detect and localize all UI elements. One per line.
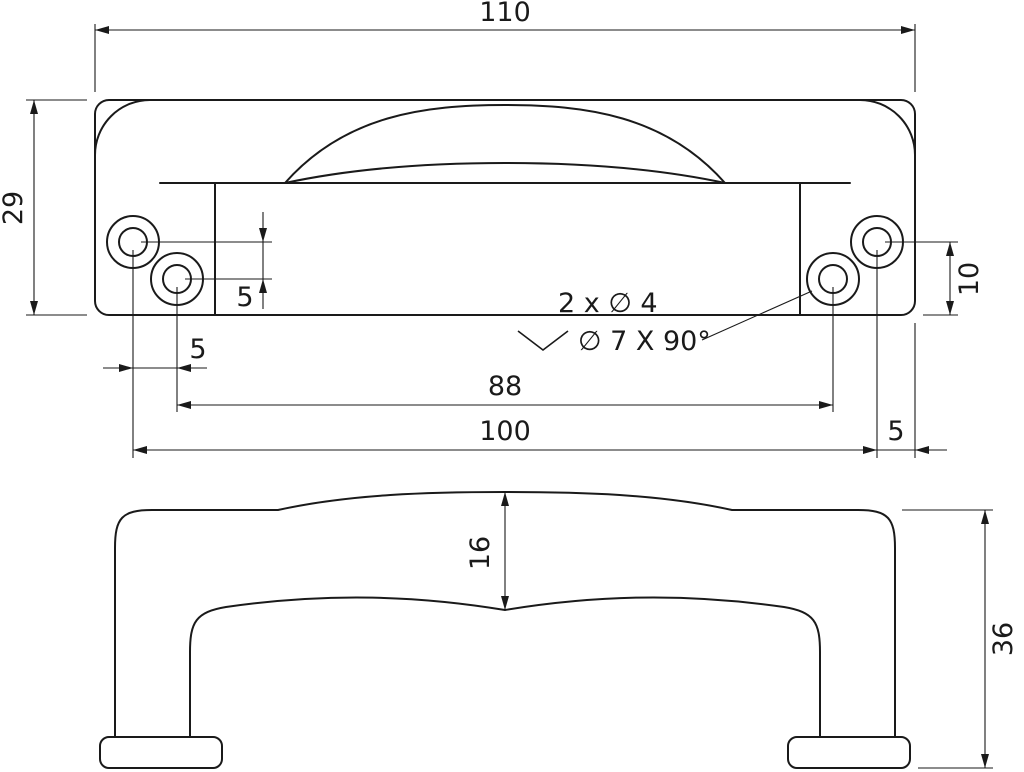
dim-hole-to-edge: 10 <box>885 241 985 316</box>
dim-label-88: 88 <box>488 371 522 402</box>
callout-hole-count-label: 2 x ∅ 4 <box>558 288 658 319</box>
leader-line <box>701 290 813 341</box>
dim-label-16: 16 <box>465 536 496 570</box>
dim-inner-hole-spacing: 88 <box>176 287 834 412</box>
dim-label-110: 110 <box>479 0 531 28</box>
dim-hole-offset-vertical: 5 <box>141 212 272 313</box>
handle-plan-outline <box>94 99 916 316</box>
dim-label-100: 100 <box>479 416 531 447</box>
dim-overall-width: 110 <box>94 0 916 92</box>
dim-overall-height: 36 <box>902 509 1019 769</box>
mounting-holes <box>106 215 904 306</box>
grip-end-fillet-left <box>94 99 151 156</box>
callout-countersink-label: ∅ 7 X 90° <box>578 326 711 357</box>
dim-overall-depth: 29 <box>0 99 87 316</box>
hole-callout: 2 x ∅ 4 ∅ 7 X 90° <box>517 288 813 357</box>
grip-end-fillet-right <box>859 99 916 156</box>
front-view: 16 36 <box>99 491 1019 769</box>
dim-label-10: 10 <box>954 262 985 296</box>
foot-base-left <box>99 736 223 769</box>
dim-grip-thickness: 16 <box>465 492 509 610</box>
dim-outer-hole-spacing: 100 5 <box>132 250 947 458</box>
dim-label-29: 29 <box>0 191 29 225</box>
foot-base-right <box>787 736 911 769</box>
grip-bulge-outer-curve <box>284 104 726 184</box>
grip-bulge-inner-curve <box>284 162 726 184</box>
dim-label-5-margin: 5 <box>887 416 904 447</box>
countersink-symbol-icon <box>517 330 569 352</box>
dim-hole-offset-horizontal: 5 <box>103 250 207 375</box>
dim-label-5-horizontal: 5 <box>189 334 206 365</box>
handle-front-inner-profile <box>189 596 821 738</box>
top-view: 110 29 5 5 <box>0 0 985 458</box>
dim-label-5-vertical: 5 <box>236 282 253 313</box>
dim-label-36: 36 <box>988 622 1019 656</box>
